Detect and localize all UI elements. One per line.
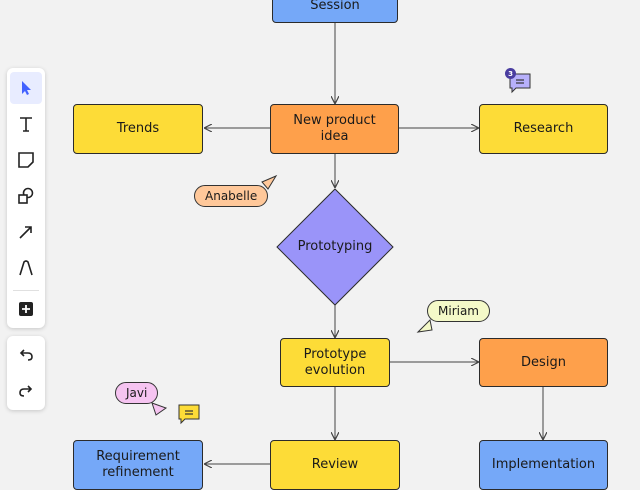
miriam-name-tag: Miriam [427, 300, 490, 322]
session-node[interactable]: Session [272, 0, 398, 23]
anabelle-name: Anabelle [205, 189, 258, 203]
prototyping-diamond-shape[interactable] [276, 188, 394, 306]
add-more-icon [19, 302, 33, 316]
trends-node[interactable]: Trends [73, 104, 203, 154]
session-node-label: Session [310, 0, 360, 13]
select-cursor-icon [22, 81, 31, 95]
anabelle-name-tag: Anabelle [194, 185, 269, 207]
research-label: Research [513, 121, 574, 136]
javi-name-tag: Javi [115, 382, 159, 404]
connection-line-tool-button[interactable] [10, 216, 42, 248]
more-tools-button[interactable] [10, 293, 42, 325]
trends-label: Trends [116, 121, 160, 136]
comment-count-badge: 3 [505, 68, 516, 79]
toolbar-divider [13, 290, 39, 291]
pen-tool-button[interactable] [10, 252, 42, 284]
prototype-evolution-node[interactable]: Prototype evolution [280, 338, 390, 387]
research-node[interactable]: Research [479, 104, 608, 154]
implementation-label: Implementation [491, 457, 596, 472]
connection-line-icon [19, 226, 32, 239]
review-node[interactable]: Review [270, 440, 400, 490]
undo-icon [19, 349, 33, 361]
sticky-note-tool-button[interactable] [10, 144, 42, 176]
requirement-refinement-node[interactable]: Requirement refinement [73, 440, 203, 490]
anabelle-cursor-icon [261, 174, 278, 190]
design-node[interactable]: Design [479, 338, 608, 387]
redo-button[interactable] [10, 375, 42, 407]
new-product-idea-node[interactable]: New product idea [270, 104, 399, 154]
pen-icon [19, 260, 33, 276]
prototype-evolution-label: Prototype evolution [303, 346, 367, 378]
sticky-note-icon [18, 152, 34, 168]
redo-icon [19, 385, 33, 397]
text-tool-button[interactable] [10, 108, 42, 140]
miriam-cursor-icon [416, 318, 433, 333]
design-label: Design [521, 354, 566, 370]
shapes-icon [18, 187, 34, 204]
creation-toolbar [7, 68, 45, 328]
implementation-node[interactable]: Implementation [479, 440, 608, 490]
requirement-refinement-label: Requirement refinement [96, 449, 180, 480]
javi-name: Javi [126, 386, 148, 400]
comment-icon[interactable] [177, 403, 201, 425]
shapes-tool-button[interactable] [10, 180, 42, 212]
prototyping-label: Prototyping [297, 239, 373, 254]
review-label: Review [311, 457, 359, 472]
comment-icon[interactable] [508, 72, 532, 94]
undo-button[interactable] [10, 339, 42, 371]
new-product-idea-label: New product idea [293, 113, 376, 144]
connector-layer [151, 22, 640, 480]
comment-count: 3 [508, 69, 513, 78]
miriam-name: Miriam [438, 304, 479, 318]
text-tool-icon [20, 117, 32, 132]
select-tool-button[interactable] [10, 72, 42, 104]
javi-cursor-icon [151, 402, 168, 416]
history-toolbar [7, 336, 45, 410]
